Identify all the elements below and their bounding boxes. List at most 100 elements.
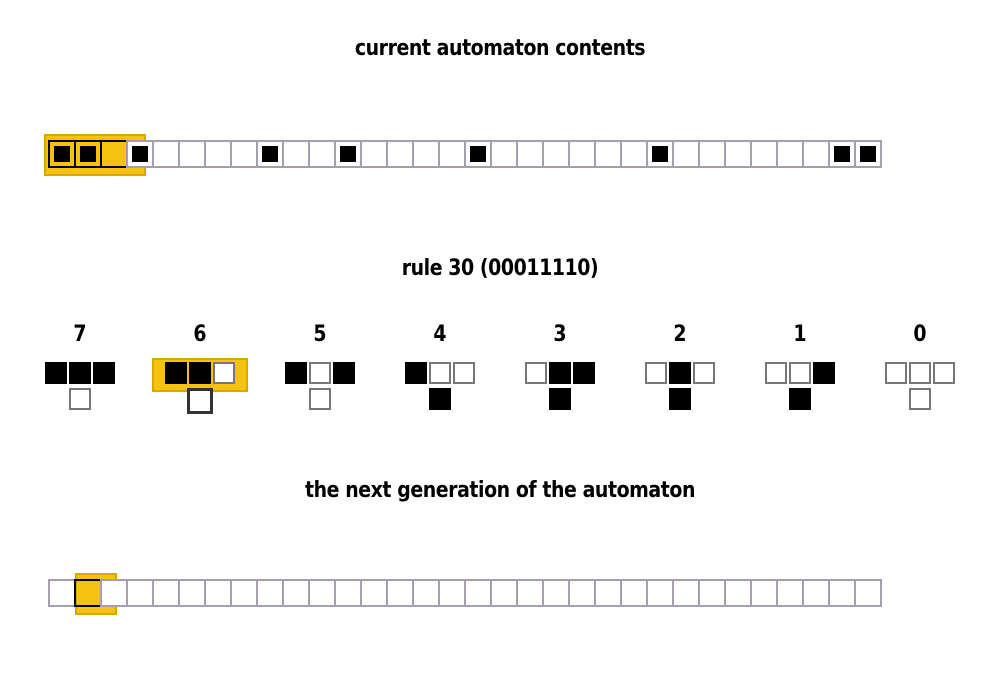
next-cell [100,579,128,607]
current-cell [412,140,440,168]
next-cell [646,579,674,607]
current-cell [178,140,206,168]
current-automaton-row [48,140,882,168]
next-cell [126,579,154,607]
next-cell [152,579,180,607]
current-cell [620,140,648,168]
current-cell [516,140,544,168]
empty-square [645,362,667,384]
next-cell [828,579,856,607]
filled-square [549,362,571,384]
current-cell [802,140,830,168]
rule-3: 3 [510,320,610,410]
current-cell-filled [262,146,278,162]
rule-6: 6 [150,320,250,414]
filled-square [573,362,595,384]
current-cell-filled [860,146,876,162]
current-cell [464,140,492,168]
current-cell-filled [470,146,486,162]
rule-number: 7 [73,322,87,347]
rule-pattern [870,362,970,384]
next-cell [282,579,310,607]
rule-number: 6 [193,322,207,347]
current-cell [750,140,778,168]
rule-output-square [69,388,91,410]
next-cell [230,579,258,607]
filled-square [165,362,187,384]
current-cell [594,140,622,168]
filled-square [93,362,115,384]
filled-square [405,362,427,384]
empty-square [525,362,547,384]
current-cell [100,140,128,168]
current-cell [724,140,752,168]
next-cell [360,579,388,607]
filled-square [333,362,355,384]
next-cell [750,579,778,607]
next-cell [412,579,440,607]
next-cell [542,579,570,607]
next-cell [74,579,102,607]
rule-output-square [309,388,331,410]
empty-square [693,362,715,384]
empty-square [213,362,235,384]
current-cell [646,140,674,168]
rule-pattern [750,362,850,384]
current-cell [386,140,414,168]
next-cell [776,579,804,607]
rule-number: 0 [913,322,927,347]
empty-square [429,362,451,384]
current-cell [672,140,700,168]
next-cell [438,579,466,607]
rule-pattern [30,362,130,384]
current-cell [282,140,310,168]
current-cell [204,140,232,168]
current-cell [360,140,388,168]
rule-5: 5 [270,320,370,410]
rule-output-square [789,388,811,410]
next-cell [620,579,648,607]
next-cell [386,579,414,607]
current-cell-filled [80,146,96,162]
next-cell [672,579,700,607]
rule-number: 5 [313,322,327,347]
rule-output-square [909,388,931,410]
next-cell [854,579,882,607]
next-cell [802,579,830,607]
current-cell [568,140,596,168]
next-cell [204,579,232,607]
current-automaton-title: current automaton contents [354,36,646,61]
filled-square [189,362,211,384]
current-cell [152,140,180,168]
next-cell [464,579,492,607]
current-cell [828,140,856,168]
next-cell [724,579,752,607]
current-cell [74,140,102,168]
next-cell [698,579,726,607]
current-cell [776,140,804,168]
current-cell [854,140,882,168]
current-cell [334,140,362,168]
empty-square [309,362,331,384]
current-cell-filled [54,146,70,162]
current-cell-filled [652,146,668,162]
current-cell-filled [834,146,850,162]
rule-pattern [270,362,370,384]
rule-0: 0 [870,320,970,410]
next-cell [516,579,544,607]
rule-pattern [390,362,490,384]
filled-square [813,362,835,384]
rule-output-square [549,388,571,410]
current-cell [126,140,154,168]
current-cell-filled [132,146,148,162]
rule-output-square [669,388,691,410]
empty-square [933,362,955,384]
rule-4: 4 [390,320,490,410]
current-cell-filled [340,146,356,162]
rule-1: 1 [750,320,850,410]
next-cell [178,579,206,607]
empty-square [909,362,931,384]
current-cell [490,140,518,168]
next-cell [568,579,596,607]
rule-output-square [187,388,213,414]
